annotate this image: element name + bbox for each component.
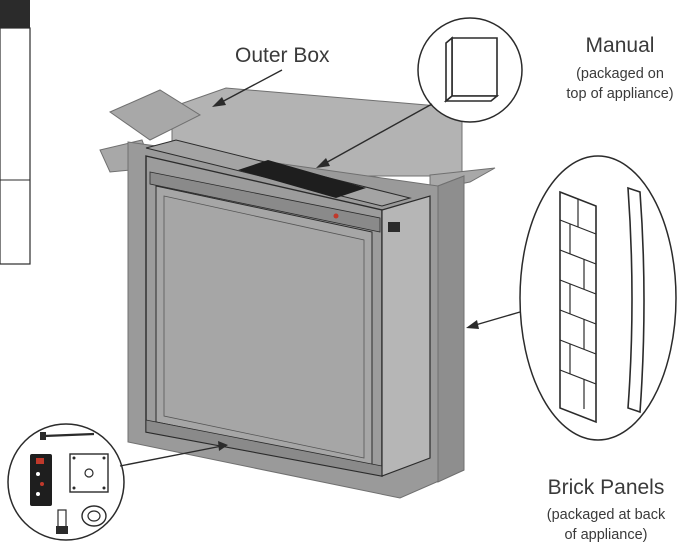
manual-label: Manual [586, 34, 655, 57]
manual-note-line1: (packaged on [576, 66, 664, 82]
accessories-callout [7, 423, 228, 541]
manual-callout [316, 17, 523, 168]
power-indicator [333, 213, 339, 219]
partial-side-panel [0, 0, 31, 265]
outer-box-label: Outer Box [235, 44, 330, 67]
brick-panel-icon [559, 186, 645, 424]
book-icon [443, 36, 500, 103]
remote-control-icon [30, 454, 52, 506]
wall-plug-icon [81, 505, 107, 527]
mounting-plate-icon [69, 453, 109, 493]
outer-box-pointer [217, 69, 283, 105]
brick-panels-note-line1: (packaged at back [547, 507, 666, 523]
brick-panels-note-line2: of appliance) [564, 527, 647, 543]
brick-panels-callout [466, 155, 677, 441]
fireplace-appliance [145, 139, 431, 477]
manual-note-line2: top of appliance) [566, 86, 673, 102]
anchor-icon [56, 509, 68, 534]
brick-panels-label: Brick Panels [548, 476, 665, 499]
screw-icon [40, 432, 95, 440]
